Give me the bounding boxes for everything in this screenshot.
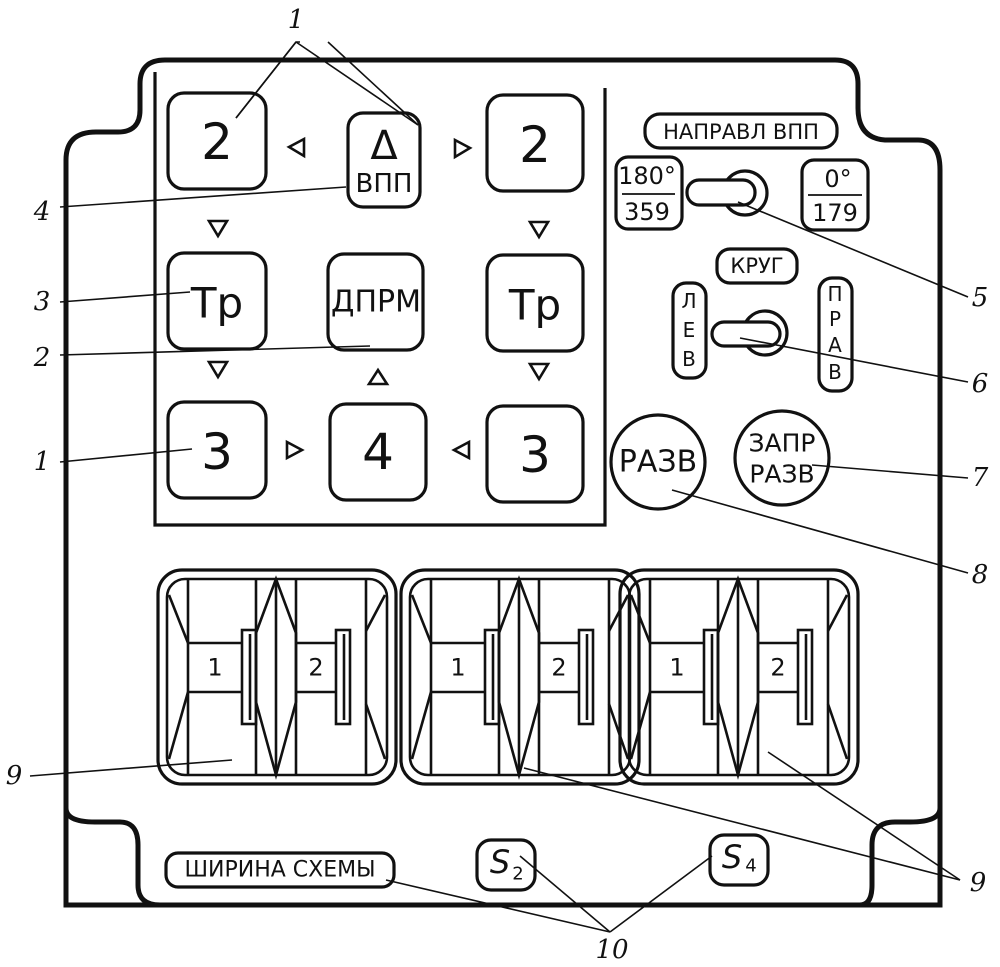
arrow-left-icon — [451, 439, 471, 461]
s4-button[interactable]: S 4 — [708, 833, 770, 887]
selector-digit-1: 1 — [669, 654, 684, 682]
key-2-right[interactable]: 2 — [485, 93, 585, 193]
callout-7: 7 — [972, 463, 989, 493]
runway-direction-toggle[interactable] — [685, 169, 769, 217]
runway-direction-title: НАПРАВЛ ВПП — [663, 120, 819, 144]
zapr-razv-line2: РАЗВ — [749, 460, 814, 489]
callout-8: 8 — [972, 560, 989, 590]
dir-right-bottom: 179 — [812, 199, 858, 227]
key-tr-left[interactable]: Тр — [166, 251, 268, 351]
scheme-width-label: ШИРИНА СХЕМЫ — [164, 851, 396, 889]
key-3-left[interactable]: 3 — [166, 400, 268, 500]
selector-digit-2: 2 — [308, 654, 323, 682]
arrow-right-icon — [285, 439, 305, 461]
s2-label: S — [490, 843, 510, 881]
scheme-width-text: ШИРИНА СХЕМЫ — [184, 858, 375, 883]
prav-4: В — [828, 360, 842, 384]
leader-lines — [29, 41, 969, 933]
key-3-right-label: 3 — [519, 426, 551, 484]
selector-digit-2: 2 — [551, 654, 566, 682]
bottom-right-notch — [859, 807, 943, 908]
arrow-left-icon — [286, 136, 306, 159]
callout-9-right: 9 — [970, 868, 987, 898]
key-4[interactable]: 4 — [328, 402, 428, 502]
key-2-left-label: 2 — [201, 113, 233, 171]
key-tr-right-label: Тр — [508, 281, 561, 330]
arrow-down-icon — [527, 220, 551, 240]
arrow-down-icon — [206, 360, 230, 380]
key-tr-left-label: Тр — [190, 279, 243, 328]
key-dprm-label: ДПРМ — [331, 285, 421, 320]
key-dprm[interactable]: ДПРМ — [326, 252, 425, 352]
key-delta-vpp[interactable]: Δ ВПП — [346, 111, 422, 209]
razv-button-label: РАЗВ — [619, 445, 697, 480]
s2-button[interactable]: S 2 — [475, 838, 537, 892]
lev-3: В — [682, 347, 696, 371]
key-2-left[interactable]: 2 — [166, 91, 268, 191]
keypad-frame — [153, 72, 607, 527]
callout-6: 6 — [972, 369, 989, 399]
callout-1-left: 1 — [34, 447, 51, 477]
razv-button[interactable]: РАЗВ — [609, 413, 707, 511]
arrow-right-icon — [453, 137, 473, 160]
callout-4: 4 — [33, 197, 51, 227]
arrow-up-icon — [366, 367, 390, 386]
callout-2: 2 — [33, 343, 51, 373]
callout-1-top: 1 — [288, 5, 305, 35]
callout-5: 5 — [972, 283, 989, 313]
key-3-left-label: 3 — [201, 423, 233, 481]
callout-3: 3 — [34, 287, 51, 317]
direction-180-359-label: 180° 359 — [614, 155, 684, 231]
circuit-label: КРУГ — [715, 247, 799, 285]
key-2-right-label: 2 — [519, 116, 551, 174]
circuit-right-label: П Р А В — [817, 276, 854, 393]
circuit-title: КРУГ — [730, 254, 783, 278]
callout-9-left: 9 — [6, 761, 23, 791]
s4-label: S — [722, 838, 742, 876]
selector-digit-1: 1 — [207, 654, 222, 682]
key-3-right[interactable]: 3 — [485, 404, 585, 504]
key-4-label: 4 — [362, 423, 394, 481]
callout-10: 10 — [595, 935, 628, 965]
runway-direction-label: НАПРАВЛ ВПП — [643, 112, 839, 150]
bottom-left-notch — [63, 807, 161, 908]
selector-digit-2: 2 — [770, 654, 785, 682]
delta-icon: Δ — [370, 123, 398, 169]
prav-1: П — [827, 282, 842, 306]
prav-3: А — [828, 333, 842, 357]
lev-2: Е — [683, 318, 696, 342]
key-delta-vpp-label: ВПП — [356, 169, 413, 199]
s4-sub: 4 — [745, 856, 756, 877]
key-tr-right[interactable]: Тр — [485, 253, 585, 353]
circuit-toggle[interactable] — [710, 309, 789, 357]
zapr-razv-line1: ЗАПР — [748, 429, 815, 458]
direction-0-179-label: 0° 179 — [800, 158, 870, 232]
lev-1: Л — [681, 289, 696, 313]
circuit-left-label: Л Е В — [671, 281, 708, 380]
dir-right-top: 0° — [824, 165, 851, 193]
zapr-razv-button[interactable]: ЗАПР РАЗВ — [733, 409, 831, 507]
dir-left-bottom: 359 — [624, 198, 670, 226]
arrow-down-icon — [206, 219, 230, 239]
selector-digit-1: 1 — [450, 654, 465, 682]
prav-2: Р — [829, 307, 841, 331]
s2-sub: 2 — [512, 864, 523, 885]
arrow-down-icon — [527, 362, 551, 382]
panel-outline — [63, 57, 943, 908]
dir-left-top: 180° — [618, 162, 676, 190]
